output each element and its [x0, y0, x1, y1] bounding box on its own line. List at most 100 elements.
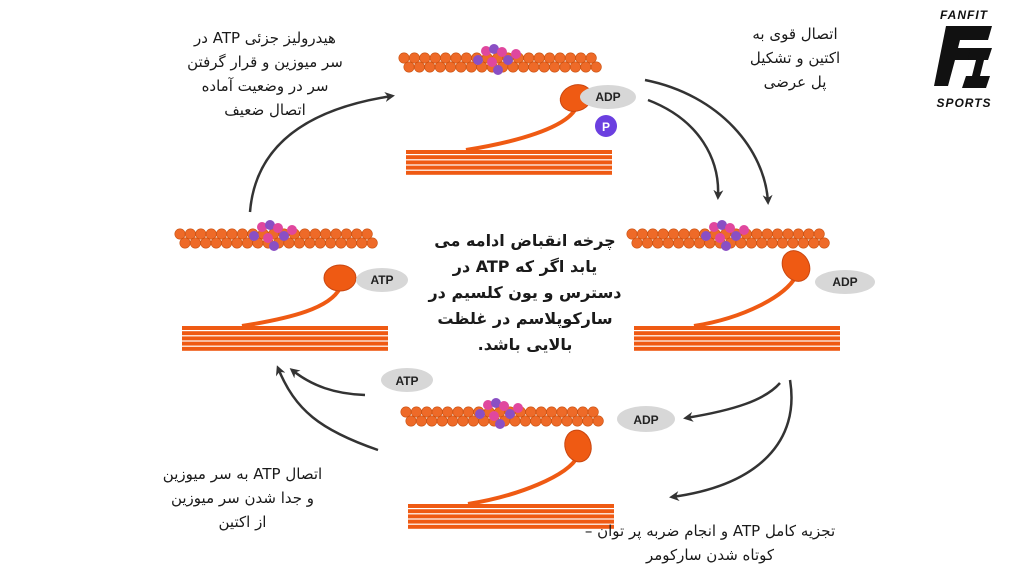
- actin-bead: [431, 406, 443, 418]
- myosin-filament-stripe: [634, 346, 840, 351]
- troponin-bead: [513, 403, 523, 413]
- actin-bead: [803, 228, 815, 240]
- troponin-bead: [511, 49, 521, 59]
- actin-bead: [184, 228, 196, 240]
- troponin-bead: [279, 231, 289, 241]
- troponin-bead: [489, 411, 499, 421]
- troponin-bead: [495, 419, 505, 429]
- arrow-top-right-inner: [647, 98, 724, 200]
- actin-bead: [551, 415, 563, 427]
- myosin-filament-stripe: [634, 331, 840, 336]
- actin-bead: [361, 228, 373, 240]
- myosin-neck: [465, 106, 578, 152]
- myosin-filament-stripe: [406, 155, 612, 160]
- troponin-bead: [263, 233, 273, 243]
- actin-bead: [408, 52, 420, 64]
- actin-bead: [450, 52, 462, 64]
- adp-molecule: ADP: [580, 85, 636, 109]
- actin-bead: [678, 228, 690, 240]
- actin-bead: [683, 237, 695, 249]
- actin-bead: [415, 415, 427, 427]
- actin-bead: [668, 228, 680, 240]
- actin-bead: [766, 237, 778, 249]
- top-structure: ADP P: [398, 44, 636, 175]
- actin-bead: [462, 406, 474, 418]
- troponin-bead: [709, 222, 719, 232]
- actin-bead: [797, 237, 809, 249]
- troponin-bead: [273, 223, 283, 233]
- actin-bead: [174, 228, 186, 240]
- actin-bead: [293, 237, 305, 249]
- myosin-head: [781, 250, 811, 282]
- actin-bead: [792, 228, 804, 240]
- actin-bead: [455, 61, 467, 73]
- atp-ellipse: [381, 368, 433, 392]
- actin-bead: [299, 228, 311, 240]
- troponin-bead: [701, 231, 711, 241]
- actin-bead: [421, 406, 433, 418]
- actin-bead: [582, 415, 594, 427]
- actin-bead: [442, 406, 454, 418]
- myosin-filament-stripe: [408, 514, 614, 519]
- actin-bead: [426, 415, 438, 427]
- myosin-neck: [241, 286, 342, 328]
- bottom-structure: [400, 398, 614, 529]
- myosin-filament-stripe: [406, 150, 612, 154]
- left-structure: ATP: [174, 220, 408, 351]
- actin-bead: [231, 237, 243, 249]
- myosin-filament-stripe: [408, 509, 614, 514]
- myosin-filament-stripe: [182, 326, 388, 330]
- actin-bead: [530, 415, 542, 427]
- atp-molecule: ATP: [356, 268, 408, 292]
- actin-bead: [236, 228, 248, 240]
- free-adp-molecule: ADP: [617, 406, 675, 432]
- actin-bead: [559, 61, 571, 73]
- troponin-bead: [473, 55, 483, 65]
- actin-bead: [577, 406, 589, 418]
- actin-bead: [533, 52, 545, 64]
- troponin-bead: [499, 401, 509, 411]
- troponin-bead: [483, 400, 493, 410]
- actin-bead: [535, 406, 547, 418]
- phosphate-label: P: [602, 120, 610, 134]
- actin-bead: [398, 52, 410, 64]
- myosin-head: [323, 264, 357, 292]
- adp-label: ADP: [832, 275, 857, 289]
- actin-bead: [356, 237, 368, 249]
- actin-bead: [179, 237, 191, 249]
- adp-ellipse: [617, 406, 675, 432]
- actin-bead: [457, 415, 469, 427]
- troponin-bead: [739, 225, 749, 235]
- actin-bead: [460, 52, 472, 64]
- troponin-bead: [725, 223, 735, 233]
- fanfit-sports-logo: FANFIT SPORTS: [932, 8, 996, 112]
- actin-bead: [221, 237, 233, 249]
- actin-bead: [777, 237, 789, 249]
- troponin-bead: [481, 46, 491, 56]
- actin-bead: [751, 228, 763, 240]
- arrow-right-down-adp: [683, 382, 781, 422]
- troponin-bead: [493, 65, 503, 75]
- actin-bead: [818, 237, 830, 249]
- troponin-bead: [505, 409, 515, 419]
- label-bottom-right: تجزیه کامل ATP و انجام ضربه پر توان – کو…: [584, 522, 836, 564]
- actin-bead: [528, 61, 540, 73]
- actin-bead: [205, 228, 217, 240]
- actin-bead: [517, 61, 529, 73]
- atp-label: ATP: [370, 273, 393, 287]
- actin-bead: [429, 52, 441, 64]
- troponin-bead: [269, 241, 279, 251]
- troponin-bead: [265, 220, 275, 230]
- actin-bead: [688, 228, 700, 240]
- myosin-neck: [693, 274, 798, 328]
- actin-bead: [320, 228, 332, 240]
- actin-bead: [592, 415, 604, 427]
- actin-bead: [340, 228, 352, 240]
- myosin-filament-stripe: [634, 326, 840, 330]
- troponin-bead: [503, 55, 513, 65]
- myosin-filament-stripe: [182, 346, 388, 351]
- myosin-filament-stripe: [406, 165, 612, 170]
- troponin-bead: [715, 233, 725, 243]
- arrow-bottom-left-up: [275, 365, 379, 452]
- actin-bead: [561, 415, 573, 427]
